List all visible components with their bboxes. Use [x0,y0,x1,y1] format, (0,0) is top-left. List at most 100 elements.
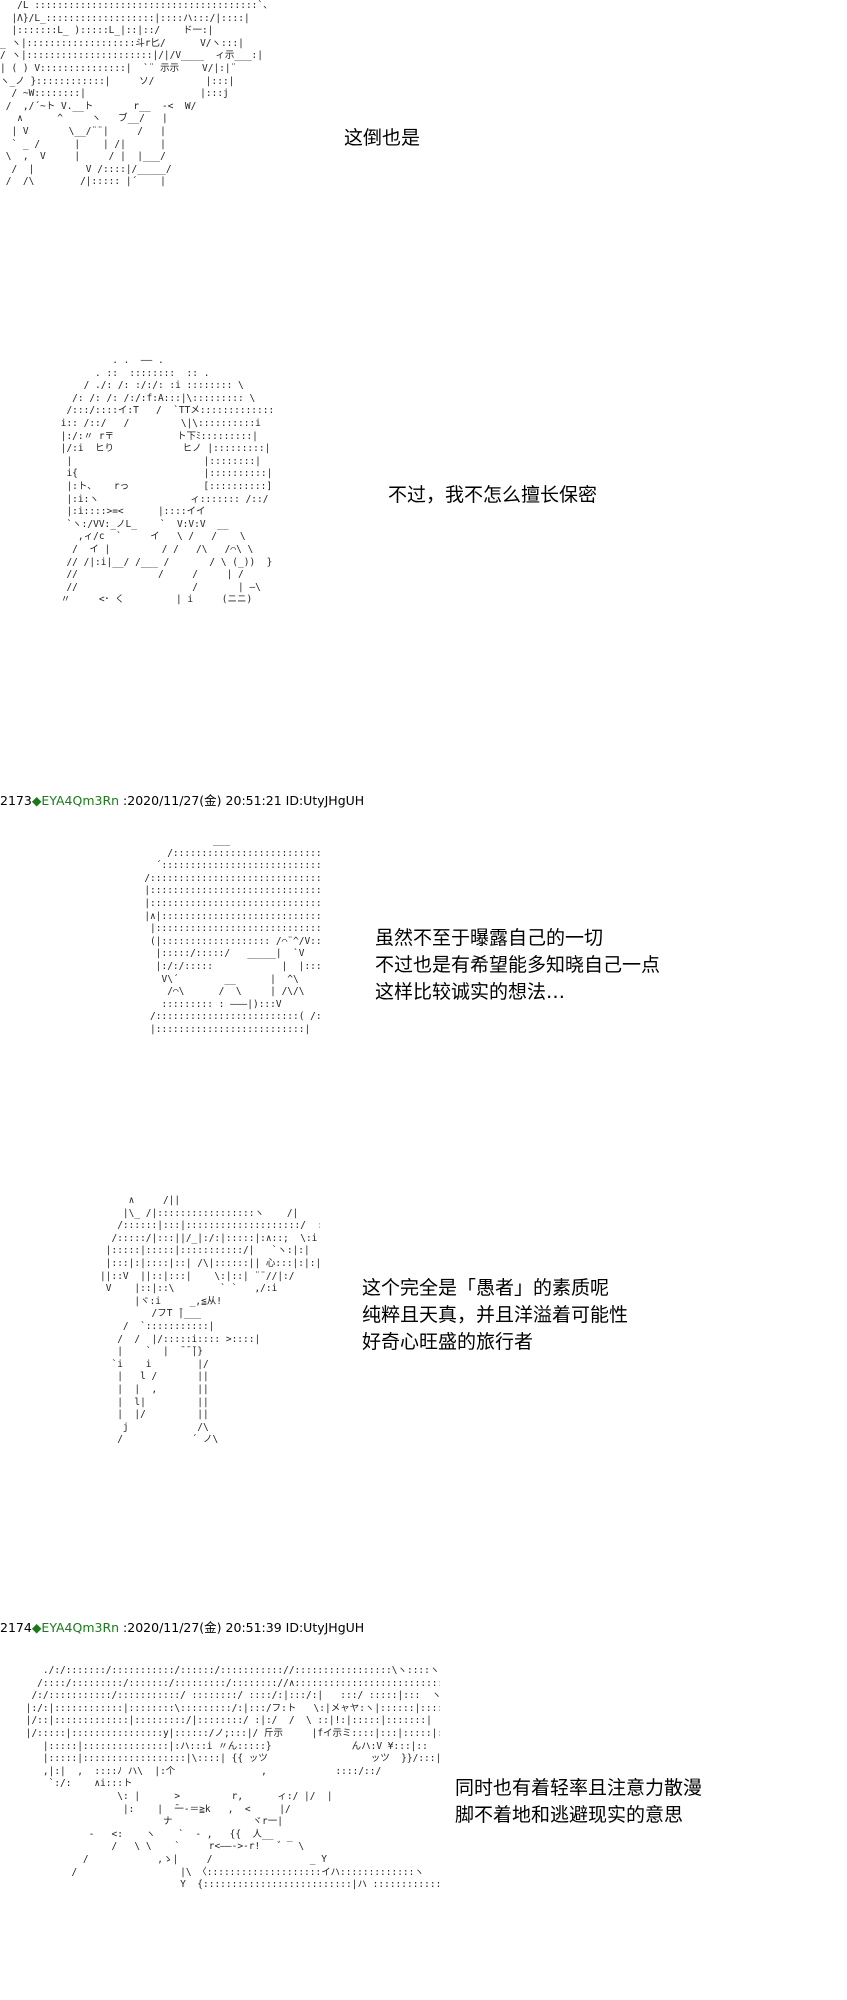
art-line: /::::::::::::::::::::::::::::::::\ [167,847,320,859]
art-line: / | V /::::|/_____/ [0,163,172,175]
art-line: /:/:::::::::::/:::::::::::/ ::::::::/ ::… [20,1690,440,1702]
art-line: /:::/::::イ:T / `TTメ::::::::::::: [55,405,280,417]
art-line: `i i |/ [60,1358,209,1370]
art-line: . :: :::::::: :: . [55,367,210,379]
art-line: |:::::::L_ ):::::L_|::|::/ ド一:| [0,25,214,37]
art-line: ,ィ/c ` イ \ / / \ [55,531,246,543]
dialogue-line: 好奇心旺盛的旅行者 [362,1331,534,1353]
art-line: i:: /::/ / \|\::::::::::i [55,417,261,429]
art-line: / / |/:::::i:::: >::::| [60,1333,261,1345]
art-line: |:::::|:::::::::::::::|:ハ:::i 〃ん:::::} ん… [20,1740,428,1752]
dialogue-5: 同时也有着轻率且注意力散漫 脚不着地和逃避现实的意思 [455,1775,702,1829]
post-meta: :2020/11/27(金) 20:51:39 ID:UtyJHgUH [119,1620,365,1635]
art-line: / ヽ|::::::::::::::::::::::|/|/V____ ィ示__… [0,50,263,62]
aa-art-5: ./:/:::::::/:::::::::::/::::::/:::::::::… [20,1665,440,1995]
art-line: | ( ) V:::::::::::::::| `¨ 示示 V/|:|¨ [0,62,237,74]
aa-art-2: . . ―― . . :: :::::::: :: . / ./: /: :/:… [55,355,355,715]
art-line: |:::::/:::::/ _____| `V [110,948,305,960]
art-line: |:::::|::::::::::::::::::|\::::| {{ ッツ ッ… [20,1753,440,1765]
art-line: |/::|:::::::::::::|:::::::::/|::::::::/ … [20,1715,432,1727]
dialogue-3: 虽然不至于曝露自己的一切 不过也是有希望能多知晓自己一点 这样比较诚实的想法… [375,925,660,1006]
art-line: ` _ / | | /| | [0,138,166,150]
post-header-2173: 2173◆EYA4Qm3Rn :2020/11/27(金) 20:51:21 I… [0,790,364,809]
dialogue-2: 不过，我不怎么擅长保密 [388,482,597,509]
dialogue-line: 同时也有着轻率且注意力散漫 [455,1777,703,1799]
art-line: ´:::::::::::::::::::::::::::::::::::::::… [155,860,320,872]
art-line: i{ |::::::::::| [55,468,273,480]
dialogue-4: 这个完全是「愚者」的素质呢 纯粹且天真，并且洋溢着可能性 好奇心旺盛的旅行者 [362,1275,628,1356]
art-line: |:::::::::::::::::::::::::::::::::::::::… [144,897,320,909]
art-line: // / / | / [55,569,244,581]
art-line: ∧ /|| [60,1195,306,1206]
art-line: | ` | ̄ ̄ ̄|} [60,1346,203,1358]
art-line: // /|:i|__/ /___ / / \ (_)) } [55,556,273,568]
art-line: |:::::::::::::::::::::::::::::::::::::::… [150,923,320,935]
dialogue-line: 这样比较诚实的想法… [375,981,566,1003]
post-header-2174: 2174◆EYA4Qm3Rn :2020/11/27(金) 20:51:39 I… [0,1617,364,1636]
art-line: /:::::::::::::::::::::::::( /::::: ! [150,1011,320,1023]
art-line: / ´ ノ\ [60,1434,219,1446]
art-line: (|::::::::::::::::::: /⌒¨^/V:::| [110,935,320,947]
art-line: /::::/:::::::::/:::::::/:::::::::/::::::… [20,1677,440,1689]
dialogue-line: 脚不着地和逃避现实的意思 [455,1804,684,1826]
art-line: |\_ /|:::::::::::::::::ヽ /| [60,1207,299,1219]
art-line: / \ \ ` r<――->-r! ゛‾ \ [20,1841,305,1853]
art-line: | | , || [60,1383,209,1395]
art-line: \: | > r, ィ:/ |/ | [20,1790,333,1802]
art-line: | |::::::::| [55,455,261,467]
art-line: / `:::::::::::| [60,1320,215,1332]
art-line: |:::::|:::::|:::::::::::/| `ヽ:|:| [60,1245,310,1257]
art-line: V\´ __ | ^\ [110,973,299,985]
art-line: // / | ―\ [55,581,261,593]
dialogue-line: 纯粹且天真，并且洋溢着可能性 [362,1304,629,1326]
dialogue-line: 不过也是有希望能多知晓自己一点 [375,954,661,976]
art-line: /: /: /: /:/:f:A:::|\::::::::: \ [55,392,256,404]
art-line: ヽ_ノ }::::::::::::| ソ/ |:::| [0,75,235,87]
art-line: |/:i ヒり ヒノ |:::::::::| [55,443,271,455]
art-line: |:/:/::::: | |::: [110,960,320,972]
art-line: | |/ || [60,1409,209,1421]
art-line: ||::V ||::|:::| \:|::| ¨¨//|:/ [60,1270,295,1282]
post-number: 2174 [0,1620,32,1635]
art-line: ./:/:::::::/:::::::::::/::::::/:::::::::… [20,1665,440,1676]
art-line: / |\ 〈::::::::::::::::::::イハ::::::::::::… [20,1866,424,1878]
dialogue-line: 虽然不至于曝露自己的一切 [375,927,604,949]
art-line: |∧|:::::::::::::::::::::::::::::::::::::… [144,910,320,922]
art-line: |:ト、 rっ [::::::::::] [55,480,273,492]
art-line: |:i::::>=< |::::イイ [55,506,206,518]
art-line: Y {::::::::::::::::::::::::::|ハ ::::::::… [20,1879,440,1891]
trip-code[interactable]: ◆EYA4Qm3Rn [31,793,120,808]
art-line: |: | ̄一-＝≧k , < |/ [20,1803,291,1815]
art-line: |:/:〃 r〒 ト下ﾐ:::::::::| [55,430,258,442]
art-line: ___ [110,835,231,846]
art-line: | V \__/¨¨| / | [0,125,166,137]
art-line: _ ヽ|:::::::::::::::::::斗r匕/ V/ヽ:::| [0,37,244,49]
art-line: ::::::::: : ―――|):::V [110,998,282,1010]
art-line: 〃 <･ く | i (ニニ) [55,594,253,606]
art-line: / イ | / / /\ /⌒\ \ [55,543,254,555]
art-line: /:::::/|:::||/_|:/:|:::::|:∧::; \:i [60,1232,318,1244]
art-line: / ~W::::::::| |:::j [0,88,229,100]
art-line: V |::|::\ ` ` ,/:i [60,1283,278,1295]
art-line: `:/: ∧i:::ト [20,1778,173,1790]
dialogue-line: 这倒也是 [344,127,421,149]
art-line: j /\ [60,1421,209,1433]
art-line: /⌒\ / \ | /\/\ [110,986,305,998]
art-line: |ヾ:i _,≦从! [60,1295,222,1307]
dialogue-line: 不过，我不怎么擅长保密 [388,484,598,506]
art-line: . . ―― . [55,355,164,366]
art-line: /L :::::::::::::::::::::::::::::::::::::… [0,0,273,11]
art-line: |:::|:|::::|::| /\|::::::|| 心:::|:|:|| [60,1257,320,1269]
art-line: / ,ゝ| / _ Y [20,1853,327,1865]
art-line: / ,/´~ト V.__ト r__ -< W/ [0,100,197,112]
trip-code[interactable]: ◆EYA4Qm3Rn [31,1620,120,1635]
aa-art-1: /L :::::::::::::::::::::::::::::::::::::… [0,0,300,265]
post-meta: :2020/11/27(金) 20:51:21 ID:UtyJHgUH [119,793,365,808]
post-number: 2173 [0,793,32,808]
art-line: / ./: /: :/:/: :i :::::::: \ [55,380,244,392]
aa-art-3: ___ /::::::::::::::::::::::::::::::::\ ´… [110,835,320,1125]
art-line: `ヽ:/VV:_ノL_ ` V:V:V __ [55,518,229,530]
art-line: /::::::|:::|::::::::::::::::::::/ :| [60,1220,320,1232]
art-line: - <: ヽ ` - , {{ 人__ [20,1828,274,1840]
art-line: |:::::::::::::::::::::::::::::::::::::::… [144,885,320,897]
